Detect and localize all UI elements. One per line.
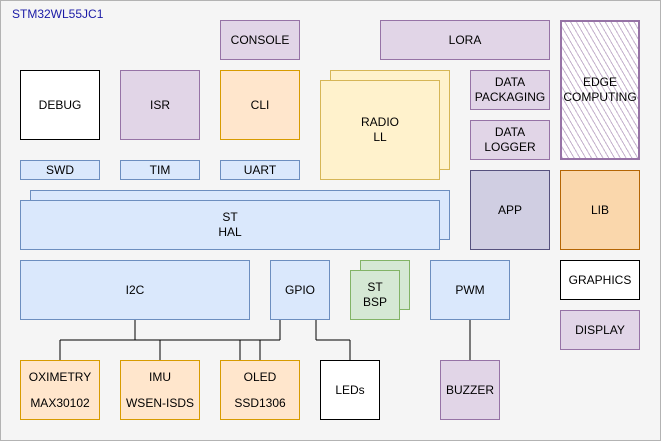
oximetry-block[interactable]: OXIMETRY MAX30102 [20, 360, 100, 420]
radio-ll-label-2: LL [373, 130, 387, 144]
oled-label: OLED [243, 369, 277, 384]
lib-block[interactable]: LIB [560, 170, 640, 250]
i2c-block[interactable]: I2C [20, 260, 250, 320]
display-block[interactable]: DISPLAY [560, 310, 640, 350]
graphics-block[interactable]: GRAPHICS [560, 260, 640, 300]
pwm-block[interactable]: PWM [430, 260, 510, 320]
radio-ll-block[interactable]: RADIO LL [320, 80, 440, 180]
imu-label: IMU [148, 369, 171, 384]
data-logger-block[interactable]: DATA LOGGER [470, 120, 550, 160]
data-packaging-block[interactable]: DATA PACKAGING [470, 70, 550, 110]
cli-block[interactable]: CLI [220, 70, 300, 140]
oled-part: SSD1306 [234, 395, 286, 410]
st-bsp-label-2: BSP [362, 295, 387, 309]
tim-block[interactable]: TIM [120, 160, 200, 180]
imu-block[interactable]: IMU WSEN-ISDS [120, 360, 200, 420]
radio-ll-label-1: RADIO [360, 115, 399, 129]
gpio-block[interactable]: GPIO [270, 260, 330, 320]
oximetry-part: MAX30102 [30, 395, 90, 410]
data-packaging-label-2: PACKAGING [474, 90, 546, 104]
console-block[interactable]: CONSOLE [220, 20, 300, 60]
leds-block[interactable]: LEDs [320, 360, 380, 420]
oled-block[interactable]: OLED SSD1306 [220, 360, 300, 420]
oximetry-label: OXIMETRY [28, 369, 92, 384]
st-hal-block[interactable]: ST HAL [20, 200, 440, 250]
debug-block[interactable]: DEBUG [20, 70, 100, 140]
edge-computing-label-2: COMPUTING [563, 90, 637, 104]
st-hal-label-2: HAL [218, 225, 242, 239]
edge-computing-label-1: EDGE [582, 75, 617, 89]
buzzer-block[interactable]: BUZZER [440, 360, 500, 420]
app-block[interactable]: APP [470, 170, 550, 250]
st-hal-label-1: ST [222, 210, 238, 224]
data-packaging-label-1: DATA [494, 75, 526, 89]
st-bsp-label-1: ST [367, 280, 383, 294]
st-bsp-block[interactable]: ST BSP [350, 270, 400, 320]
lora-block[interactable]: LORA [380, 20, 550, 60]
swd-block[interactable]: SWD [20, 160, 100, 180]
isr-block[interactable]: ISR [120, 70, 200, 140]
board-title: STM32WL55JC1 [12, 7, 104, 21]
imu-part: WSEN-ISDS [125, 395, 194, 410]
data-logger-label-1: DATA [494, 125, 526, 139]
edge-computing-block[interactable]: EDGE COMPUTING [560, 20, 640, 160]
data-logger-label-2: LOGGER [484, 140, 536, 154]
uart-block[interactable]: UART [220, 160, 300, 180]
